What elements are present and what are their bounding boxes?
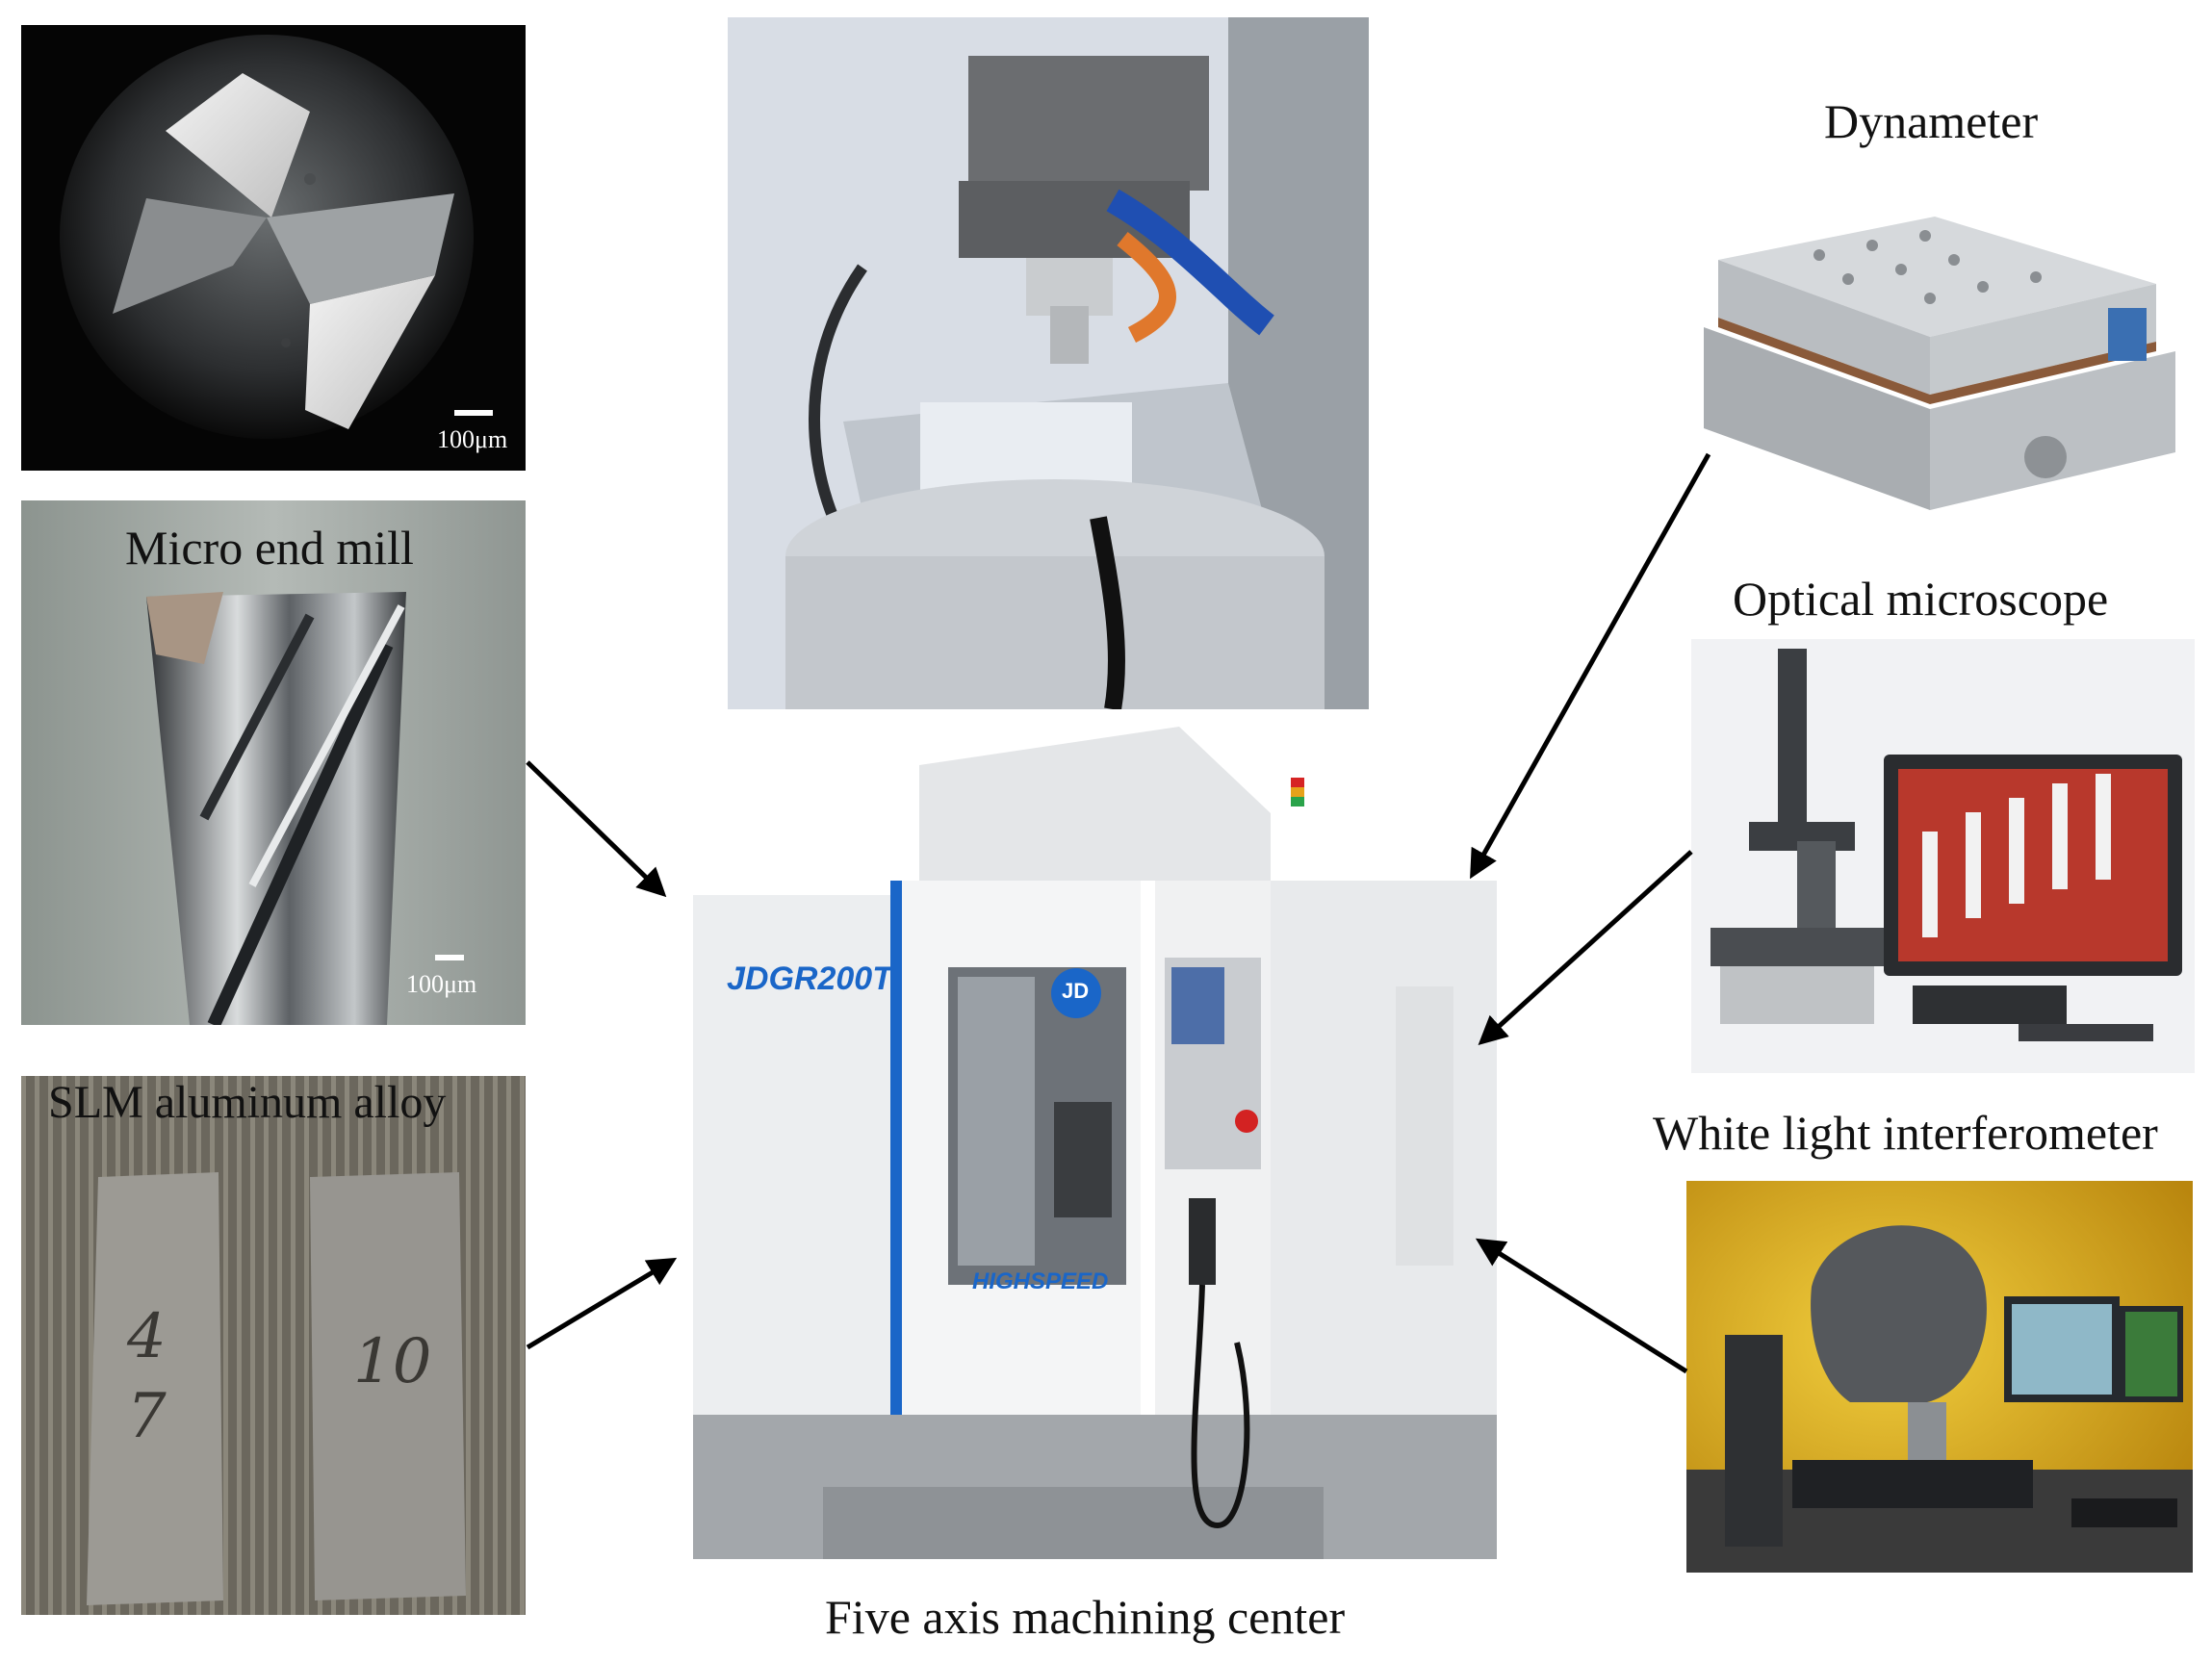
specimen-mark-left: 4 7 [127,1301,167,1453]
arrow-alloy-to-machine [526,1257,678,1350]
dynameter-photo [1704,202,2175,520]
machining-center-caption: Five axis machining center [825,1590,1346,1644]
end-mill-title: Micro end mill [125,521,414,575]
optical-microscope-photo [1691,639,2195,1073]
machining-center-photo: JDGR200T JD HIGHSPEED [679,727,1516,1583]
tool-tip-micrograph: 100μm [21,25,526,471]
spindle-photo [728,17,1369,709]
scale-bar-label: 100μm [406,970,477,998]
arrow-end-mill-to-machine [526,760,667,898]
scale-bar [435,955,464,960]
machine-brand-strip: HIGHSPEED [972,1268,1109,1294]
dynameter-title: Dynameter [1824,94,2039,148]
slm-alloy-title: SLM aluminum alloy [48,1077,447,1128]
machine-model-label: JDGR200T [727,960,892,997]
machine-badge-label: JD [1062,979,1090,1003]
slm-alloy-photo: SLM aluminum alloy 4 7 10 [21,1076,526,1615]
end-mill-photo: Micro end mill 100μm [21,500,526,1025]
scale-bar [454,410,493,416]
interferometer-title: White light interferometer [1653,1106,2158,1160]
interferometer-photo [1686,1181,2193,1573]
optical-microscope-title: Optical microscope [1733,572,2109,626]
scale-bar-label: 100μm [437,425,508,453]
specimen-mark-right: 10 [353,1326,432,1397]
